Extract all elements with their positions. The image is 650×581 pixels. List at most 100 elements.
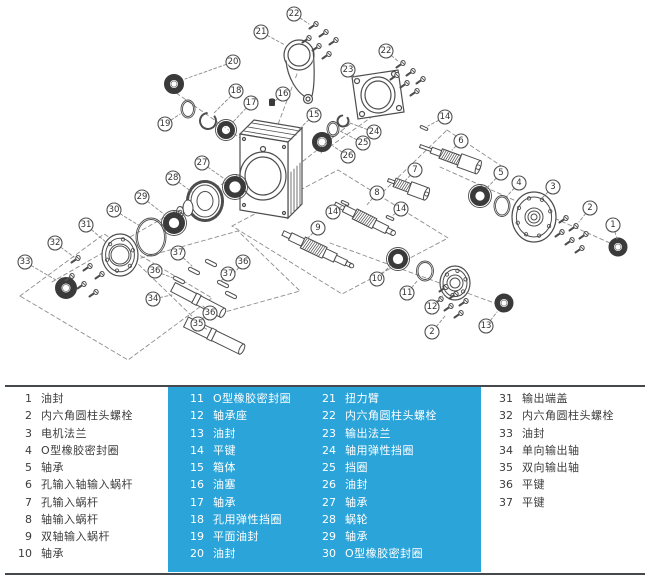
part-number: 8 [25,512,32,526]
callout-balloon: 14 [325,204,341,220]
callout-balloon: 3 [545,179,561,195]
svg-text:12: 12 [427,302,438,312]
svg-text:30: 30 [109,205,120,215]
table-bottom-rule [5,573,645,575]
part-number: 30 [322,547,336,561]
part-name: 输出端盖 [522,392,568,406]
part-number: 18 [190,512,204,526]
part-number: 11 [190,392,204,406]
part-name: 油塞 [213,478,236,492]
part-name: O型橡胶密封圈 [345,547,424,561]
part-number: 36 [499,478,513,492]
part-name: 内六角圆柱头螺栓 [522,409,614,423]
callout-balloon: 21 [253,24,269,40]
svg-text:7: 7 [412,165,417,175]
part-number: 37 [499,495,513,509]
svg-text:29: 29 [137,192,148,202]
callout-balloon: 25 [355,135,371,151]
svg-text:36: 36 [150,266,161,276]
part-number: 17 [190,495,204,509]
part-name: 孔输入轴输入蜗杆 [41,478,133,492]
callout-balloon: 34 [145,291,161,307]
part-number: 25 [322,461,336,475]
worm-wheel-gear [176,180,224,222]
part-row: 2 内六角圆柱头螺栓 [8,407,133,424]
part-name: 轴承 [41,461,64,475]
part-name: 油封 [213,547,236,561]
svg-text:3: 3 [550,182,555,192]
svg-text:13: 13 [481,321,492,331]
callout-balloon: 35 [190,316,206,332]
svg-text:2: 2 [587,203,592,213]
part-number: 22 [322,409,336,423]
callout-balloon: 22 [378,43,394,59]
callout-balloon: 24 [366,124,382,140]
callout-balloon: 32 [47,235,63,251]
part-number: 35 [499,461,513,475]
callout-balloon: 36 [147,263,163,279]
svg-text:5: 5 [498,168,503,178]
callout-balloon: 23 [340,62,356,78]
part-name: O型橡胶密封圈 [213,392,292,406]
part-number: 26 [322,478,336,492]
part-number: 28 [322,512,336,526]
svg-text:4: 4 [516,178,521,188]
svg-text:22: 22 [289,9,300,19]
callout-balloon: 30 [106,202,122,218]
part-name: 油封 [41,392,64,406]
part-name: 内六角圆柱头螺栓 [41,409,133,423]
generated-parts [55,21,628,355]
part-name: 输出法兰 [345,426,391,440]
svg-text:33: 33 [20,257,31,267]
part-row: 30 O型橡胶密封圈 [310,545,437,562]
part-name: 扭力臂 [345,392,380,406]
part-row: 7 孔输入蜗杆 [8,494,133,511]
part-name: 孔输入蜗杆 [41,495,99,509]
svg-text:36: 36 [238,257,249,267]
part-name: 箱体 [213,461,236,475]
callout-balloon: 36 [235,254,251,270]
parts-list-blue-panel [168,387,481,572]
part-number: 6 [25,478,32,492]
part-row: 11 O型橡胶密封圈 [178,390,291,407]
callout-balloon: 20 [225,54,241,70]
part-row: 37 平键 [486,494,614,511]
callout-balloon: 15 [306,107,322,123]
svg-text:18: 18 [231,86,242,96]
oil-plug [268,98,276,106]
svg-text:1: 1 [610,220,615,230]
svg-text:25: 25 [358,138,369,148]
callout-balloon: 18 [228,83,244,99]
part-number: 2 [25,409,32,423]
part-name: O型橡胶密封圈 [41,443,120,457]
part-name: 平键 [522,478,545,492]
callout-balloon: 8 [369,185,385,201]
callout-balloon: 5 [493,165,509,181]
svg-text:31: 31 [81,220,92,230]
part-name: 轴承 [345,495,368,509]
part-number: 7 [25,495,32,509]
part-name: 轴承座 [213,409,248,423]
svg-text:11: 11 [402,288,413,298]
part-name: 平面油封 [213,530,259,544]
svg-text:8: 8 [374,188,379,198]
svg-text:19: 19 [160,119,171,129]
part-name: 平键 [522,495,545,509]
